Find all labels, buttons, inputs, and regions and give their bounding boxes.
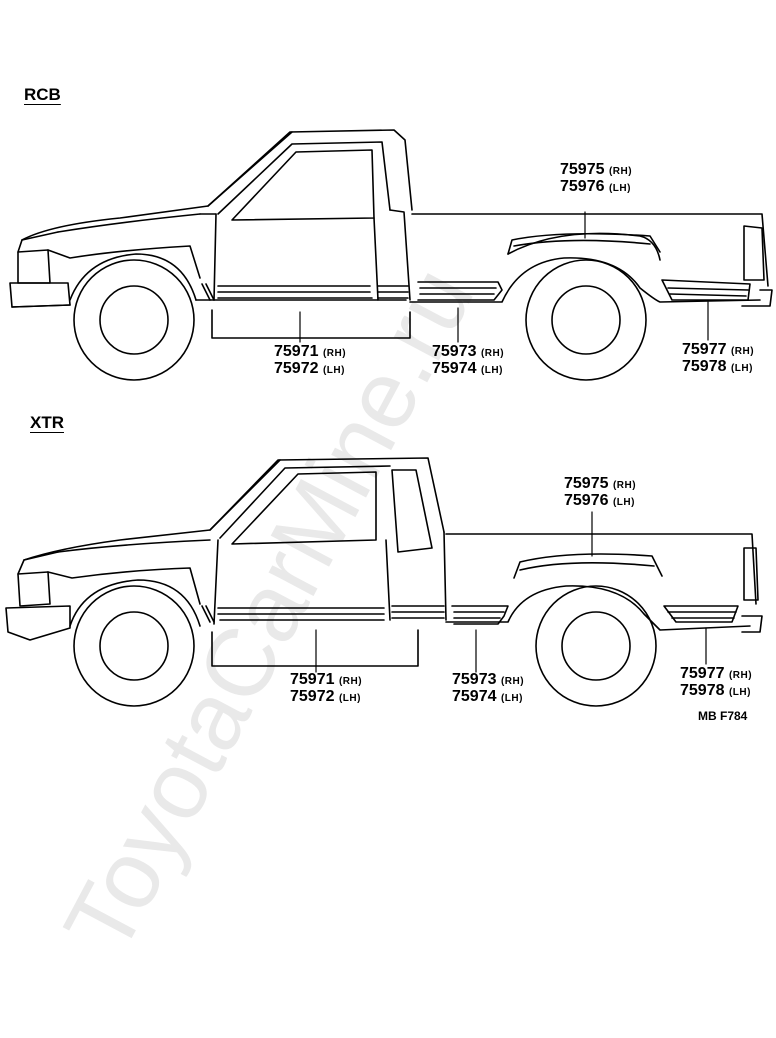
- part-number: 75977: [680, 665, 725, 682]
- rcb-leader-lines: [299, 211, 709, 343]
- callout-rcb-fender-molding: 75975 (RH) 75976 (LH): [560, 162, 632, 195]
- side-lh: (LH): [322, 365, 345, 376]
- xtr-truck-illustration: [5, 457, 763, 707]
- part-number: 75975: [564, 475, 609, 492]
- callout-xtr-door-molding: 75971 (RH) 75972 (LH): [290, 672, 362, 705]
- side-lh: (LH): [728, 687, 751, 698]
- part-number: 75974: [432, 360, 477, 377]
- part-number: 75971: [274, 343, 319, 360]
- part-number: 75975: [560, 161, 605, 178]
- part-number: 75973: [432, 343, 477, 360]
- section-title-xtr: XTR: [30, 413, 64, 432]
- xtr-leader-lines: [315, 511, 707, 673]
- side-rh: (RH): [608, 166, 633, 177]
- side-rh: (RH): [730, 346, 755, 357]
- callout-rcb-rear-molding: 75977 (RH) 75978 (LH): [682, 342, 754, 375]
- side-rh: (RH): [480, 348, 505, 359]
- rcb-truck-illustration: [9, 129, 773, 381]
- part-number: 75976: [560, 178, 605, 195]
- part-number: 75978: [682, 358, 727, 375]
- section-title-rcb: RCB: [24, 85, 61, 104]
- callout-rcb-door-molding: 75971 (RH) 75972 (LH): [274, 344, 346, 377]
- part-number: 75972: [274, 360, 319, 377]
- side-rh: (RH): [728, 670, 753, 681]
- callout-xtr-fender-molding: 75975 (RH) 75976 (LH): [564, 476, 636, 509]
- side-rh: (RH): [612, 480, 637, 491]
- part-number: 75978: [680, 682, 725, 699]
- callout-rcb-quarter-molding: 75973 (RH) 75974 (LH): [432, 344, 504, 377]
- part-number: 75973: [452, 671, 497, 688]
- part-number: 75971: [290, 671, 335, 688]
- figure-code: MB F784: [698, 709, 748, 723]
- side-rh: (RH): [338, 676, 363, 687]
- part-number: 75976: [564, 492, 609, 509]
- side-rh: (RH): [500, 676, 525, 687]
- side-lh: (LH): [730, 363, 753, 374]
- part-number: 75972: [290, 688, 335, 705]
- side-lh: (LH): [612, 497, 635, 508]
- part-number: 75977: [682, 341, 727, 358]
- side-rh: (RH): [322, 348, 347, 359]
- side-lh: (LH): [338, 693, 361, 704]
- callout-xtr-rear-molding: 75977 (RH) 75978 (LH): [680, 666, 752, 699]
- side-lh: (LH): [500, 693, 523, 704]
- side-lh: (LH): [480, 365, 503, 376]
- part-number: 75974: [452, 688, 497, 705]
- side-lh: (LH): [608, 183, 631, 194]
- callout-xtr-quarter-molding: 75973 (RH) 75974 (LH): [452, 672, 524, 705]
